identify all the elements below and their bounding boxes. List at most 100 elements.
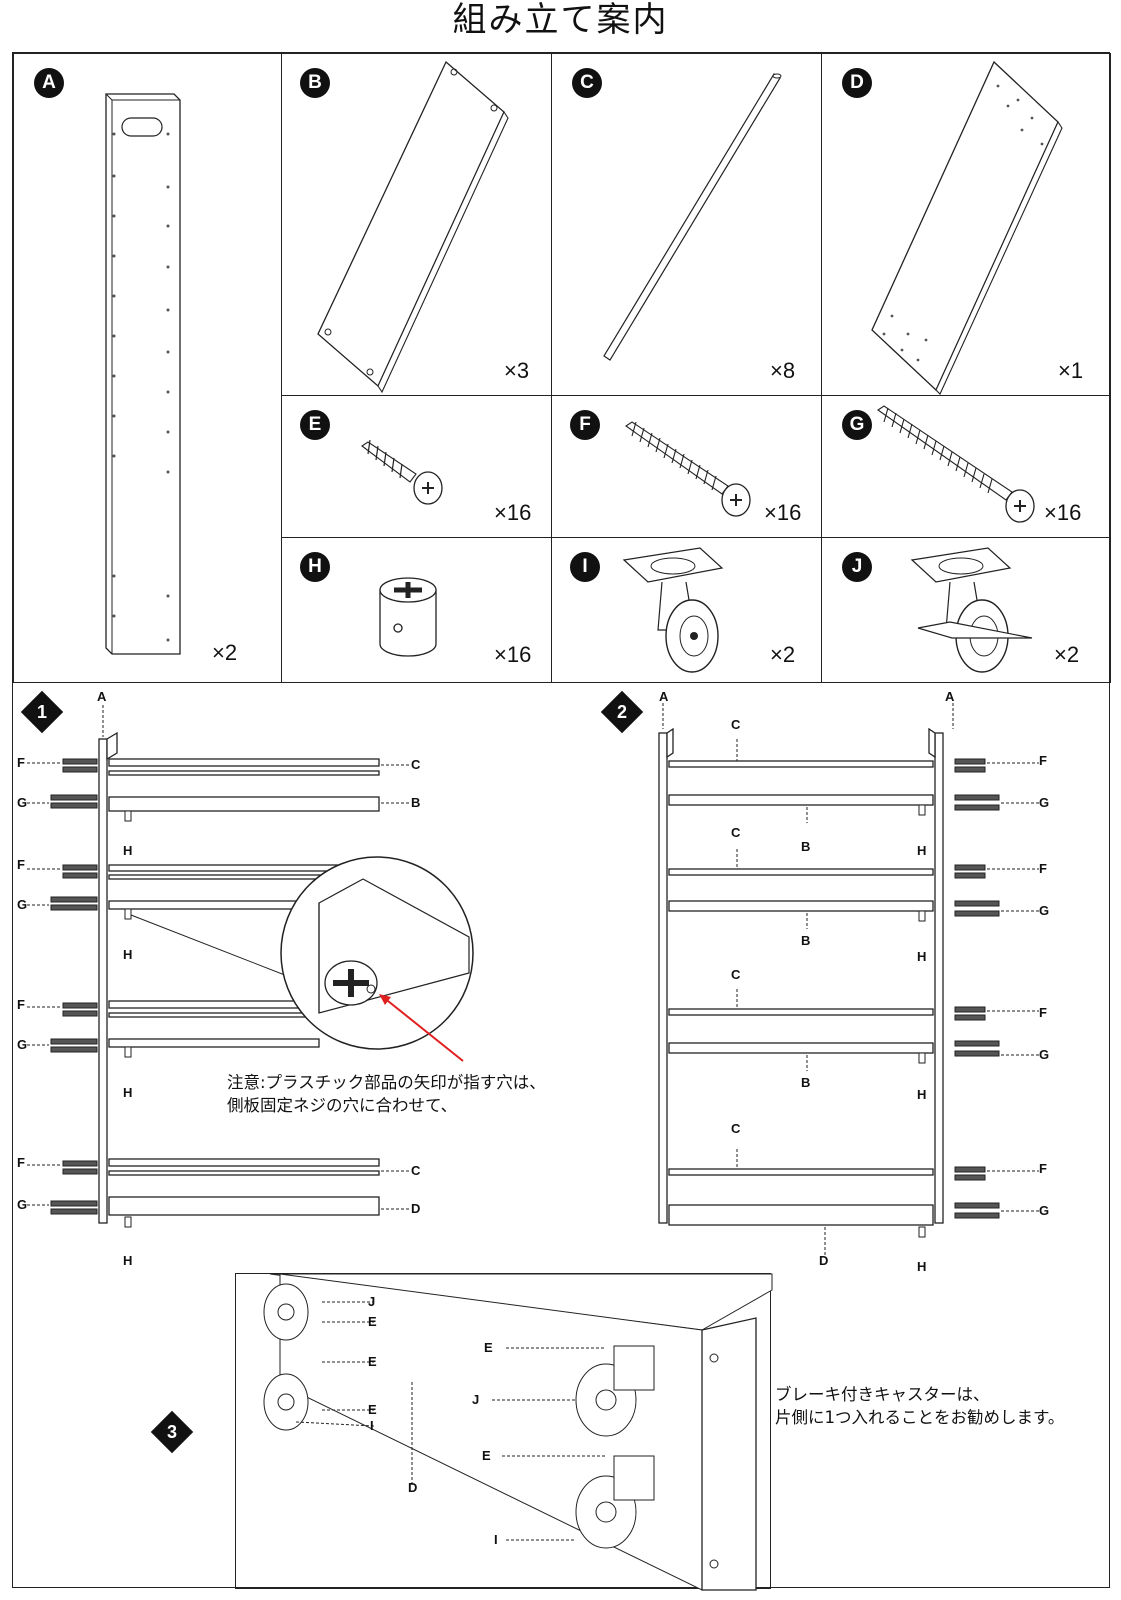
part-cell-i: I ×2 xyxy=(551,537,822,683)
qty-i: ×2 xyxy=(770,642,796,667)
note-line-3: ブレーキ付きキャスターは、 xyxy=(775,1385,990,1404)
label-f6: F xyxy=(1039,861,1047,876)
page-title: 組み立て案内 xyxy=(452,0,669,40)
part-cell-a: A ×2 xyxy=(13,53,282,683)
label-d3: D xyxy=(408,1480,418,1495)
label-b1: B xyxy=(411,795,421,810)
label-h8: H xyxy=(917,1259,927,1274)
step-3-badge: 3 xyxy=(150,1410,194,1454)
side-panel-drawing xyxy=(105,93,181,655)
label-h5: H xyxy=(917,843,927,858)
part-cell-d: D ×1 xyxy=(821,53,1111,396)
qty-a: ×2 xyxy=(212,640,238,665)
part-badge-f: F xyxy=(570,410,600,440)
part-badge-i: I xyxy=(570,552,600,582)
label-e3: E xyxy=(368,1402,377,1417)
caster-mounting-diagram xyxy=(263,1273,773,1591)
part-badge-e: E xyxy=(300,410,330,440)
label-b3: B xyxy=(801,933,811,948)
label-f1: F xyxy=(17,755,25,770)
qty-j: ×2 xyxy=(1054,642,1080,667)
label-f7: F xyxy=(1039,1005,1047,1020)
label-b4: B xyxy=(801,1075,811,1090)
instruction-sheet: A ×2 B xyxy=(12,52,1111,1591)
qty-b: ×3 xyxy=(504,358,530,383)
label-e2: E xyxy=(368,1354,377,1369)
label-h7: H xyxy=(917,1087,927,1102)
label-e1: E xyxy=(368,1314,377,1329)
part-badge-c: C xyxy=(572,68,602,98)
part-cell-j: J ×2 xyxy=(821,537,1111,683)
label-e4: E xyxy=(484,1340,493,1355)
part-badge-b: B xyxy=(300,68,330,98)
rod-drawing xyxy=(603,73,782,361)
step-2-diagram xyxy=(658,703,1039,1257)
cam-dowel-icon xyxy=(379,577,437,657)
label-g5: G xyxy=(1039,795,1050,810)
qty-e: ×16 xyxy=(494,500,532,525)
part-cell-h: H ×16 xyxy=(281,537,552,683)
label-i2: I xyxy=(494,1532,498,1547)
label-f3: F xyxy=(17,997,25,1012)
label-e5: E xyxy=(482,1448,491,1463)
label-g7: G xyxy=(1039,1047,1050,1062)
label-f8: F xyxy=(1039,1161,1047,1176)
label-g4: G xyxy=(17,1197,28,1212)
label-c3: C xyxy=(731,717,741,732)
label-h3: H xyxy=(123,1085,133,1100)
brake-caster-icon xyxy=(910,547,1033,673)
label-i1: I xyxy=(370,1418,374,1433)
label-g2: G xyxy=(17,897,28,912)
label-h2: H xyxy=(123,947,133,962)
label-c6: C xyxy=(731,1121,741,1136)
part-badge-a: A xyxy=(34,68,64,98)
label-g6: G xyxy=(1039,903,1050,918)
part-badge-d: D xyxy=(842,68,872,98)
cam-alignment-note: 注意:プラスチック部品の矢印が指す穴は、 側板固定ネジの穴に合わせて、 xyxy=(227,1071,546,1117)
label-g3: G xyxy=(17,1037,28,1052)
label-b2: B xyxy=(801,839,811,854)
qty-c: ×8 xyxy=(770,358,796,383)
part-badge-g: G xyxy=(842,410,872,440)
label-d1: D xyxy=(411,1201,421,1216)
qty-d: ×1 xyxy=(1058,358,1084,383)
label-a1: A xyxy=(97,689,107,704)
label-c2: C xyxy=(411,1163,421,1178)
bottom-board-drawing xyxy=(871,60,1063,395)
caster-icon xyxy=(622,547,724,673)
part-cell-g: G ×16 xyxy=(821,395,1111,538)
label-f5: F xyxy=(1039,753,1047,768)
label-f4: F xyxy=(17,1155,25,1170)
label-h1: H xyxy=(123,843,133,858)
label-g1: G xyxy=(17,795,28,810)
note-line-2: 側板固定ネジの穴に合わせて、 xyxy=(227,1096,458,1115)
qty-f: ×16 xyxy=(764,500,802,525)
label-a2: A xyxy=(659,689,669,704)
brake-caster-note: ブレーキ付きキャスターは、 片側に1つ入れることをお勧めします。 xyxy=(775,1383,1064,1429)
label-c4: C xyxy=(731,825,741,840)
part-badge-j: J xyxy=(842,552,872,582)
label-c5: C xyxy=(731,967,741,982)
label-a3: A xyxy=(945,689,955,704)
shelf-board-drawing xyxy=(317,60,509,394)
part-cell-e: E ×16 xyxy=(281,395,552,538)
part-cell-f: F ×16 xyxy=(551,395,822,538)
part-badge-h: H xyxy=(300,552,330,582)
label-f2: F xyxy=(17,857,25,872)
label-d2: D xyxy=(819,1253,829,1268)
short-screw-icon xyxy=(361,439,443,505)
label-h6: H xyxy=(917,949,927,964)
medium-screw-icon xyxy=(625,421,751,517)
label-c1: C xyxy=(411,757,421,772)
qty-h: ×16 xyxy=(494,642,532,667)
qty-g: ×16 xyxy=(1044,500,1082,525)
step-1-diagram xyxy=(27,705,474,1228)
label-h4: H xyxy=(123,1253,133,1268)
label-g8: G xyxy=(1039,1203,1050,1218)
note-line-4: 片側に1つ入れることをお勧めします。 xyxy=(775,1408,1065,1427)
part-cell-c: C ×8 xyxy=(551,53,822,396)
part-cell-b: B ×3 xyxy=(281,53,552,396)
long-screw-icon xyxy=(877,405,1035,523)
step-3-detail-box: J E E E I D E J E I xyxy=(235,1273,773,1591)
note-line-1: 注意:プラスチック部品の矢印が指す穴は、 xyxy=(227,1073,546,1092)
